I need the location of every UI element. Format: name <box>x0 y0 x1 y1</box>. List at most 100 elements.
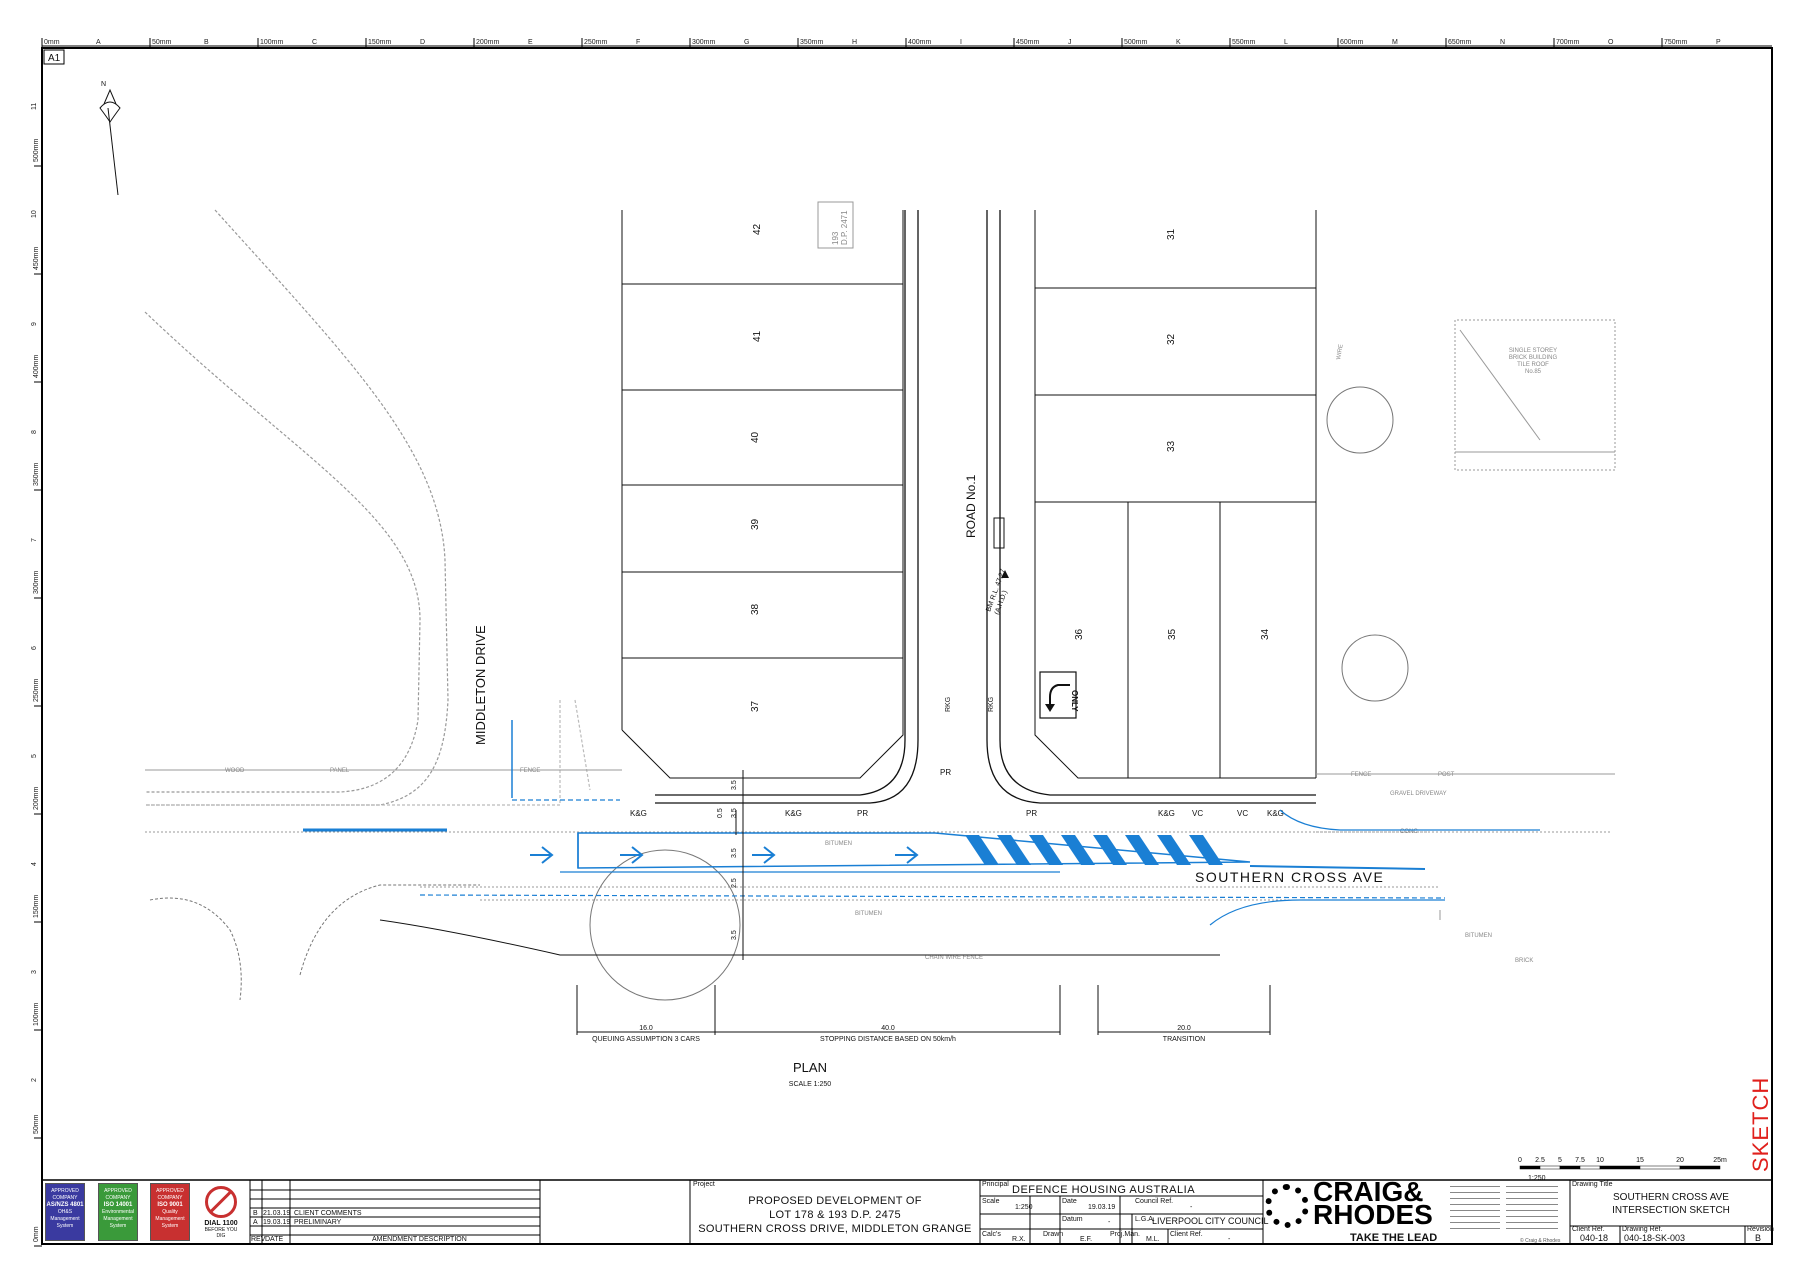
datum-label: Datum <box>1062 1216 1083 1223</box>
badge-sub: Environmental Management System <box>102 1209 134 1229</box>
badge-sub: Quality Management System <box>155 1209 185 1229</box>
ruler-letter: I <box>960 39 962 46</box>
ruler-side-label: 100mm <box>33 1002 40 1026</box>
road-markings <box>303 720 1540 926</box>
rkg-label: RKG <box>988 697 995 712</box>
sketch-stamp: SKETCH <box>1748 1076 1773 1172</box>
ruler-letter: D <box>420 39 425 46</box>
ruler-mm-label: 500mm <box>1124 39 1148 46</box>
ruler-letter: B <box>204 39 209 46</box>
middleton-drive-linework <box>144 209 591 806</box>
drawn-label: Drawn <box>1043 1231 1064 1238</box>
fence-lines <box>145 319 1616 920</box>
dimension-value: 3.5 <box>731 848 738 858</box>
scale-segment <box>1599 1165 1641 1170</box>
revision-value: B <box>1755 1233 1762 1243</box>
ruler-letter: P <box>1716 39 1721 46</box>
drawn-value: E.F. <box>1080 1236 1093 1243</box>
plan-title: PLAN <box>793 1060 827 1075</box>
lots-left <box>621 210 904 779</box>
ruler-letter: M <box>1392 39 1398 46</box>
ruler-number: 4 <box>31 862 38 866</box>
lot-number: 37 <box>750 700 761 712</box>
ruler-number: 8 <box>31 430 38 434</box>
scale-segment <box>1519 1165 1541 1170</box>
kg-label: K&G <box>1267 809 1284 818</box>
dim-queuing-value: 16.0 <box>639 1025 653 1032</box>
ruler-side-label: 350mm <box>33 462 40 486</box>
ruler-letter: F <box>636 39 640 46</box>
plan-scale: SCALE 1:250 <box>789 1081 832 1088</box>
council-ref-label: Council Ref. <box>1135 1198 1174 1205</box>
principal-value: DEFENCE HOUSING AUSTRALIA <box>1012 1184 1196 1196</box>
dim-queuing-label: QUEUING ASSUMPTION 3 CARS <box>592 1036 700 1043</box>
badge-sub: OH&S Management System <box>50 1209 80 1229</box>
ruler-number: 7 <box>31 538 38 542</box>
bitumen-label: BITUMEN <box>825 841 852 847</box>
ruler-side-label: 150mm <box>33 894 40 918</box>
badge-standard: ISO 9001 <box>157 1202 183 1208</box>
ruler-mm-label: 350mm <box>800 39 824 46</box>
scale-tick-label: 0 <box>1518 1157 1522 1164</box>
ruler-number: 10 <box>31 210 38 218</box>
vc-label: VC <box>1192 809 1203 818</box>
scale-tick-label: 10 <box>1596 1157 1604 1164</box>
projman-label: Proj.Man. <box>1110 1231 1140 1238</box>
date-label: Date <box>1062 1198 1077 1205</box>
company-contact-block <box>1450 1186 1562 1232</box>
project-line-1: PROPOSED DEVELOPMENT OF <box>748 1195 922 1207</box>
dimension-value: 3.5 <box>731 780 738 790</box>
badge-standard: ISO 14001 <box>103 1202 133 1208</box>
hatch-stripe <box>1093 835 1127 865</box>
rkg-label: RKG <box>945 697 952 712</box>
scale-tick-label: 7.5 <box>1575 1157 1585 1164</box>
north-label: N <box>101 81 106 88</box>
lot-number: 41 <box>752 330 763 342</box>
ruler-number: 2 <box>31 1078 38 1082</box>
badge-head: APPROVED COMPANY <box>156 1188 184 1201</box>
ruler-letter: J <box>1068 39 1072 46</box>
tree-icons <box>589 386 1409 1001</box>
ruler-mm-label: 650mm <box>1448 39 1472 46</box>
wire-label: WIRE <box>1336 344 1345 360</box>
dim-stopping-label: STOPPING DISTANCE BASED ON 50km/h <box>820 1036 956 1043</box>
ruler-side-label: 400mm <box>33 354 40 378</box>
scale-tick-label: 25m <box>1713 1157 1727 1164</box>
bitumen-label: BITUMEN <box>1465 933 1492 939</box>
client-ref-label: Client Ref. <box>1170 1231 1203 1238</box>
dial-before-you-dig-icon: DIAL 1100 BEFORE YOU DIG <box>200 1184 242 1240</box>
scale-tick-label: 2.5 <box>1535 1157 1545 1164</box>
rev-header-date: DATE <box>265 1236 284 1243</box>
pr-label: PR <box>1026 809 1037 818</box>
ruler-letter: H <box>852 39 857 46</box>
project-line-3: SOUTHERN CROSS DRIVE, MIDDLETON GRANGE <box>698 1223 972 1235</box>
scale-segment <box>1679 1165 1721 1170</box>
bitumen-label: BITUMEN <box>855 911 882 917</box>
hatch-stripe <box>1029 835 1063 865</box>
hatch-stripe <box>965 835 999 865</box>
ruler-side-label: 300mm <box>33 570 40 594</box>
client-ref-no: 040-18 <box>1580 1233 1609 1243</box>
wood-label: WOOD <box>225 768 245 774</box>
rev-b-rev: B <box>253 1210 258 1217</box>
vc-label: VC <box>1237 809 1248 818</box>
chain-wire-fence-label: CHAIN WIRE FENCE <box>925 955 983 961</box>
ruler-number: 11 <box>31 103 38 110</box>
only-sign-label: ONLY <box>1070 690 1079 712</box>
lot-number: 38 <box>750 603 761 615</box>
ruler-number: 3 <box>31 970 38 974</box>
chevron-hatching <box>965 835 1223 865</box>
client-ref-no-label: Client Ref. <box>1572 1226 1605 1233</box>
scale-segment <box>1579 1165 1601 1170</box>
revision-label: Revision <box>1747 1226 1774 1233</box>
dimension-value: 2.5 <box>731 878 738 888</box>
scale-tick-label: 15 <box>1636 1157 1644 1164</box>
ruler-letter: C <box>312 39 317 46</box>
ruler-mm-label: 200mm <box>476 39 500 46</box>
sheet-size: A1 <box>48 53 61 64</box>
dial-sub: BEFORE YOU DIG <box>204 1227 238 1239</box>
